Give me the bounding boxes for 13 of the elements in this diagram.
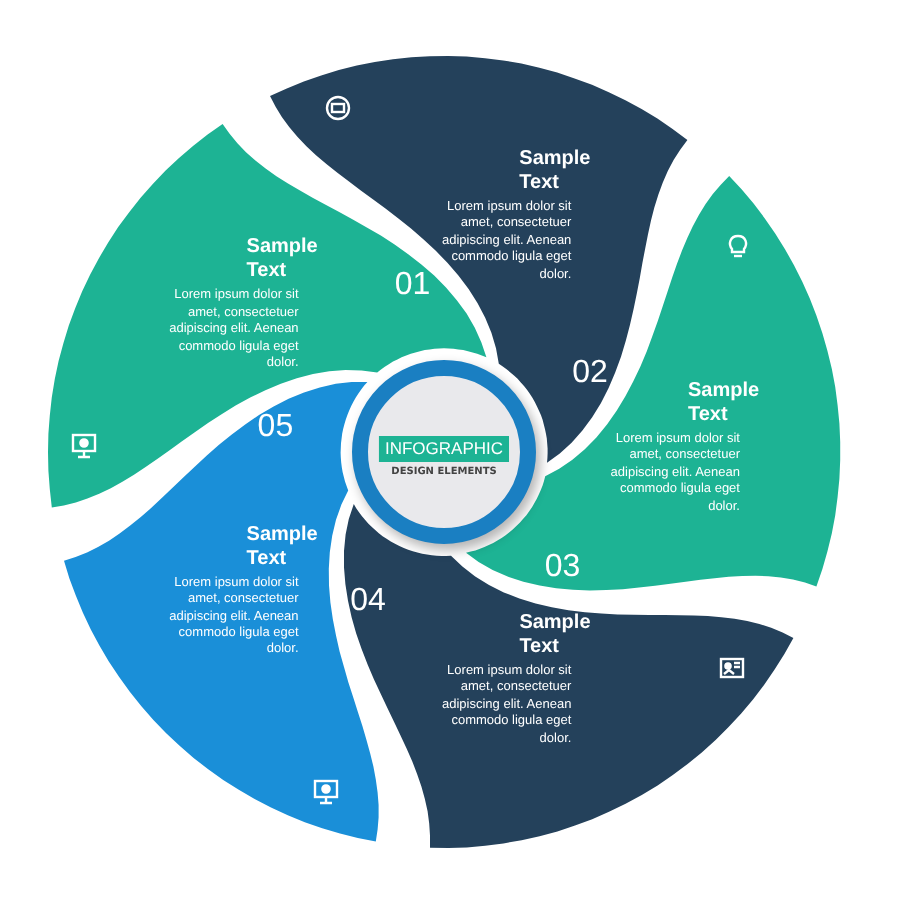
step-number: 05 [257,412,294,445]
step-number: 03 [544,552,581,585]
step-number: 04 [350,586,386,619]
segment-title: Sample Text [246,523,320,572]
segment-title: Sample Text [687,379,762,428]
step-number: 02 [572,357,608,390]
segment-title: Sample Text [519,147,593,196]
pinwheel-segment [344,504,794,848]
center-title: INFOGRAPHIC [378,436,510,462]
center-circle [352,360,536,544]
segment-title: Sample Text [519,612,593,661]
segment-title: Sample Text [246,236,320,285]
step-number: 01 [394,270,431,303]
